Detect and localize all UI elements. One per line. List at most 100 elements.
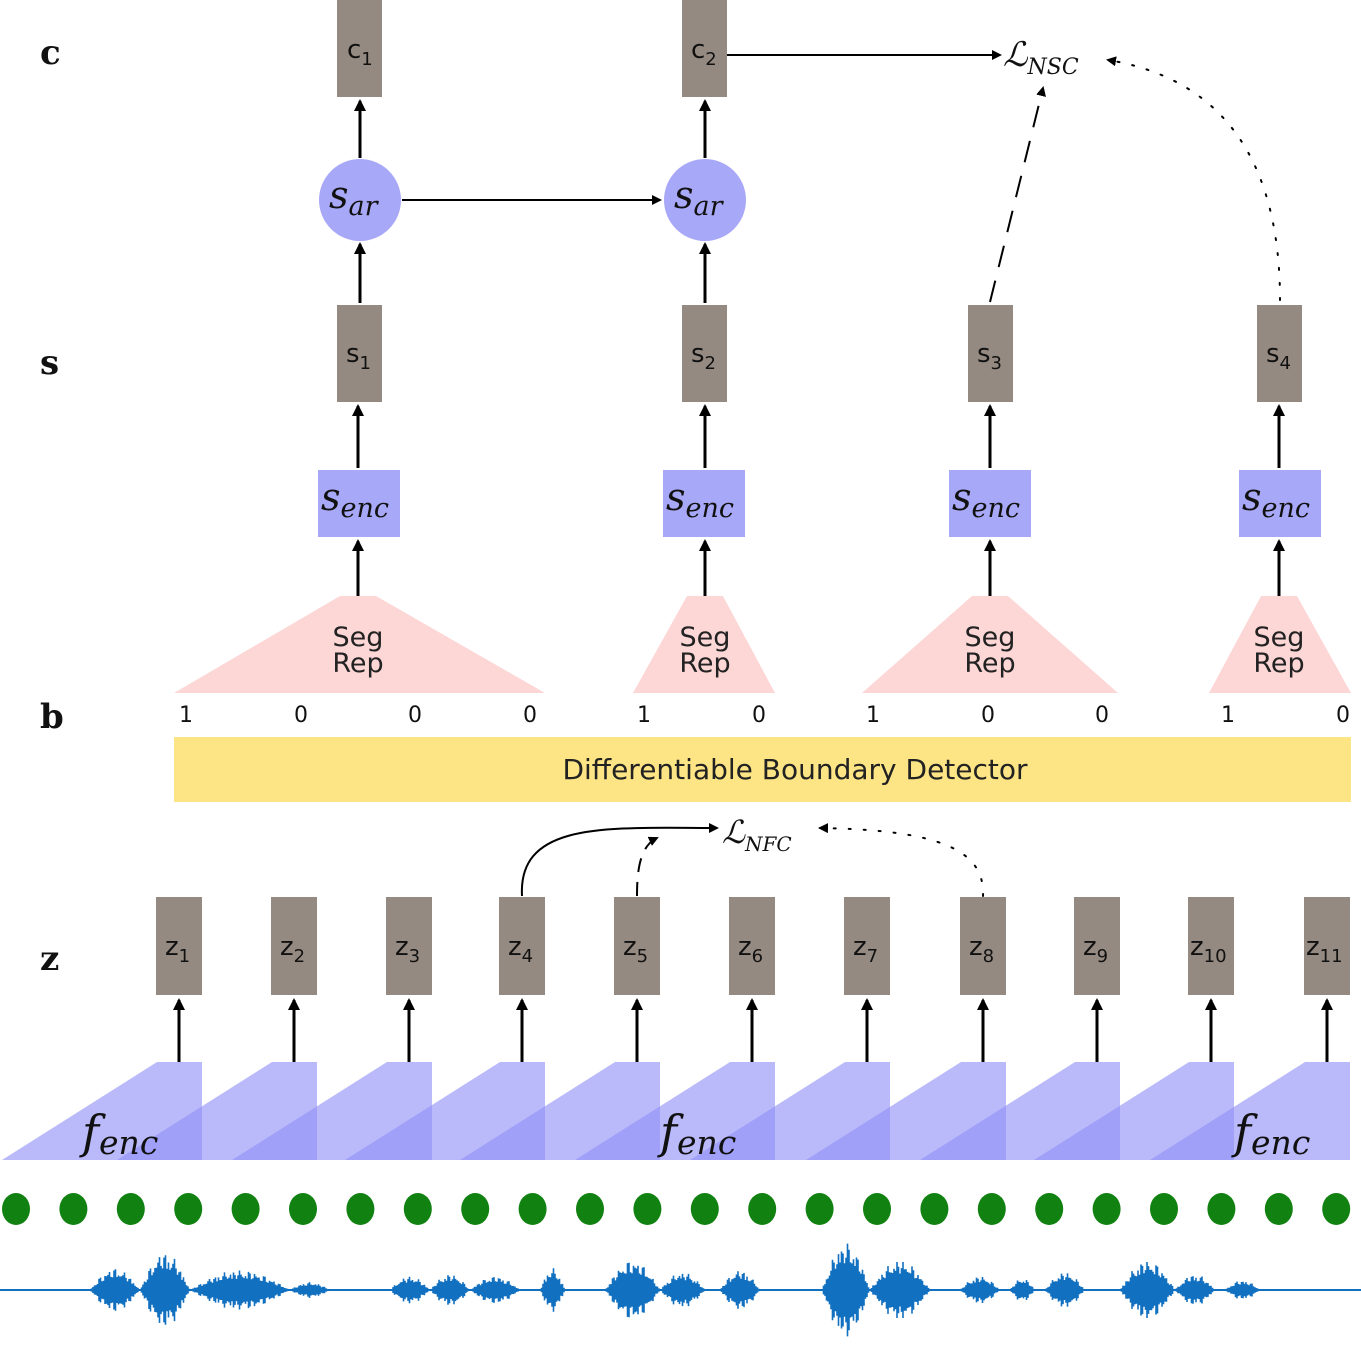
encoder-window — [2, 1062, 202, 1160]
encoder-window — [232, 1062, 432, 1160]
svg-text:z4: z4 — [508, 932, 533, 967]
segment-representation: Seg Rep — [1209, 596, 1351, 693]
input-frame-dot — [977, 1193, 1006, 1225]
boundary-bit: 1 — [637, 703, 651, 728]
svg-text:s3: s3 — [977, 339, 1002, 374]
segment-encoder: senc — [1239, 470, 1321, 537]
frame-embedding-node: z11 — [1304, 897, 1350, 995]
frame-embedding-node: z2 — [271, 897, 317, 995]
input-frame-dot — [346, 1193, 375, 1225]
svg-text:Rep: Rep — [1253, 648, 1304, 679]
encoder-window — [1034, 1062, 1234, 1160]
svg-text:c2: c2 — [691, 35, 717, 70]
waveform-signal — [90, 1243, 1261, 1337]
encoder-window — [345, 1062, 545, 1160]
boundary-bit: 0 — [1336, 703, 1350, 728]
svg-text:z1: z1 — [165, 932, 190, 967]
input-frame-dot — [1092, 1193, 1121, 1225]
svg-text:z2: z2 — [280, 932, 305, 967]
c-node: c2 — [682, 0, 727, 97]
input-frame-dot — [461, 1193, 490, 1225]
boundary-bit: 0 — [408, 703, 422, 728]
svg-text:Seg: Seg — [965, 622, 1016, 653]
frame-encoder-label: fenc — [1231, 1105, 1310, 1162]
segment-node: s4 — [1257, 305, 1302, 402]
row-label-c: c — [40, 33, 61, 73]
frame-encoder — [2, 1062, 1350, 1160]
segment-encoder: senc — [663, 470, 745, 537]
frame-encoder-label: fenc — [657, 1105, 736, 1162]
encoder-window — [1150, 1062, 1350, 1160]
input-frame-dot — [1035, 1193, 1064, 1225]
input-frame-dot — [1264, 1193, 1293, 1225]
svg-text:Rep: Rep — [332, 648, 383, 679]
svg-text:s4: s4 — [1266, 339, 1291, 374]
svg-text:Seg: Seg — [333, 622, 384, 653]
svg-text:senc: senc — [952, 475, 1020, 524]
svg-text:c1: c1 — [347, 35, 373, 70]
encoder-window — [117, 1062, 317, 1160]
input-frame-dot — [1322, 1193, 1351, 1225]
svg-text:Rep: Rep — [964, 648, 1015, 679]
input-frame-dot — [1150, 1193, 1178, 1225]
segment-encoder: senc — [949, 470, 1031, 537]
svg-text:z5: z5 — [623, 932, 648, 967]
segment-encoder: senc — [318, 470, 400, 537]
frame-embedding-node: z5 — [614, 897, 660, 995]
autoregressive-node: sar — [664, 159, 746, 241]
input-frame-dot — [805, 1193, 834, 1225]
input-frame-dot — [289, 1193, 317, 1225]
svg-text:z6: z6 — [738, 932, 763, 967]
arrow-z5-positive — [636, 836, 659, 897]
svg-text:z8: z8 — [969, 932, 994, 967]
svg-text:s1: s1 — [346, 339, 371, 374]
frame-embedding-node: z8 — [960, 897, 1006, 995]
boundary-bit: 0 — [1095, 703, 1109, 728]
frame-embedding-node: z1 — [156, 897, 202, 995]
input-frame-dot — [748, 1193, 777, 1225]
frame-embedding-node: z3 — [386, 897, 432, 995]
input-frame-dot — [1207, 1193, 1236, 1225]
segment-node: s2 — [682, 305, 727, 402]
loss-nsc-label: ℒNSC — [1003, 35, 1079, 80]
boundary-bit: 0 — [523, 703, 537, 728]
input-frame-dot — [116, 1193, 145, 1225]
arrow-z4-to-nfc — [520, 822, 719, 897]
frame-embedding-node: z6 — [729, 897, 775, 995]
frame-embedding-node: z9 — [1074, 897, 1120, 995]
segment-representation: Seg Rep — [862, 596, 1118, 693]
boundary-bit: 0 — [752, 703, 766, 728]
svg-text:Differentiable Boundary Detect: Differentiable Boundary Detector — [562, 753, 1028, 786]
svg-text:sar: sar — [674, 173, 725, 222]
arrow-s4-negative — [1106, 56, 1281, 301]
encoder-window — [806, 1062, 1006, 1160]
encoder-window — [920, 1062, 1120, 1160]
c-node: c1 — [337, 0, 382, 97]
frame-embedding-node: z4 — [499, 897, 545, 995]
input-frame-dot — [518, 1193, 547, 1225]
svg-text:sar: sar — [329, 173, 380, 222]
input-frame-dot — [633, 1193, 662, 1225]
segment-node: s3 — [968, 305, 1013, 402]
svg-text:Seg: Seg — [1254, 622, 1305, 653]
svg-text:z9: z9 — [1083, 932, 1108, 967]
boundary-detector: Differentiable Boundary Detector — [174, 737, 1351, 802]
boundary-bit: 1 — [866, 703, 880, 728]
encoder-window — [460, 1062, 660, 1160]
svg-text:Rep: Rep — [679, 648, 730, 679]
svg-text:z3: z3 — [395, 932, 420, 967]
audio-waveform — [0, 1243, 1361, 1337]
row-label-s: s — [40, 343, 59, 383]
frame-embedding-node: z7 — [844, 897, 890, 995]
arrow-s3-positive — [989, 86, 1046, 303]
frame-embedding-node: z10 — [1188, 897, 1234, 995]
row-label-b: b — [40, 697, 64, 737]
input-frames — [2, 1193, 1351, 1225]
encoder-window — [690, 1062, 890, 1160]
input-frame-dot — [231, 1193, 260, 1225]
boundary-values: 1 0 0 0 1 0 1 0 0 1 0 — [179, 703, 1350, 728]
input-frame-dot — [174, 1193, 203, 1225]
boundary-bit: 0 — [981, 703, 995, 728]
svg-text:senc: senc — [666, 475, 734, 524]
